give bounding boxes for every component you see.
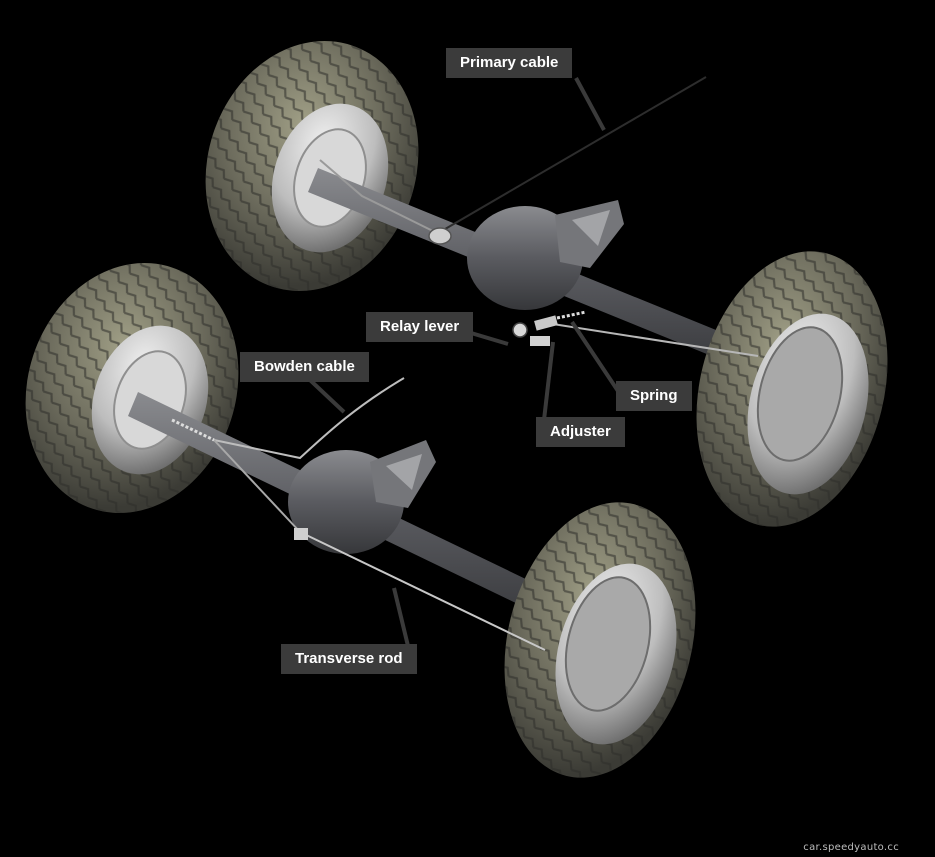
- label-adjuster: Adjuster: [536, 417, 625, 447]
- leader-adjuster: [542, 341, 555, 421]
- leader-primary-cable: [574, 77, 606, 131]
- upper-left-wheel: [205, 41, 419, 291]
- label-relay-lever: Relay lever: [366, 312, 474, 342]
- label-spring: Spring: [616, 381, 692, 411]
- lower-axle-assembly: [25, 263, 696, 778]
- label-transverse-rod: Transverse rod: [281, 644, 417, 674]
- lower-right-wheel: [504, 502, 696, 778]
- leader-bowden-cable: [308, 378, 346, 414]
- lower-left-wheel: [25, 263, 239, 513]
- leader-spring: [570, 320, 622, 396]
- leader-transverse-rod: [392, 587, 410, 647]
- upper-axle-assembly: [205, 41, 888, 527]
- label-bowden-cable: Bowden cable: [240, 352, 369, 382]
- upper-right-wheel: [696, 251, 888, 527]
- watermark: car.speedyauto.cc: [803, 842, 899, 853]
- label-primary-cable: Primary cable: [446, 48, 573, 78]
